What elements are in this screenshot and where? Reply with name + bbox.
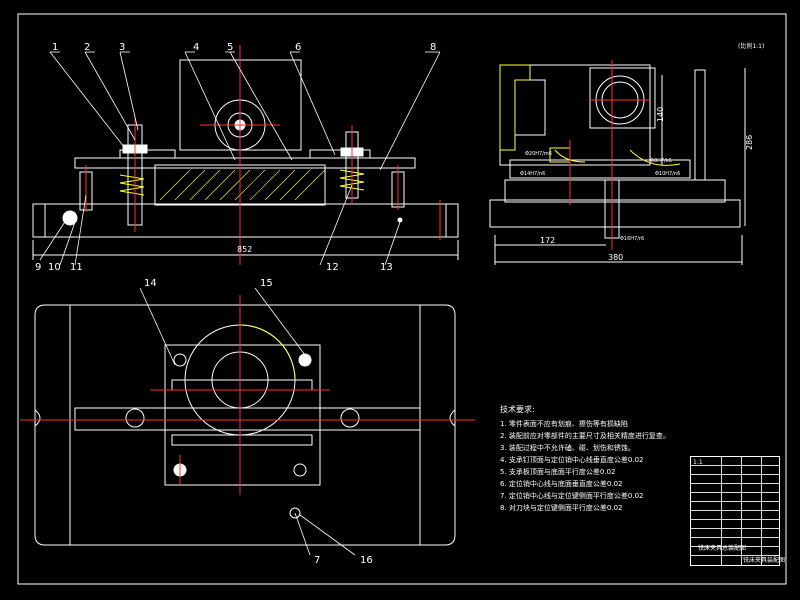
fit-label: Φ16H7/r6 (620, 236, 644, 242)
technical-notes-title: 技术要求: (500, 405, 535, 414)
part-label: 13 (380, 262, 393, 273)
fit-label: Φ8H7/k6 (650, 158, 672, 164)
technical-note: 2. 装配前应对零部件的主要尺寸及相关精度进行复查。 (500, 432, 670, 440)
part-label: 3 (119, 42, 125, 53)
dim-side-width-total: 380 (608, 253, 623, 262)
front-view (32, 59, 459, 260)
technical-note: 7. 定位销中心线与定位键侧面平行度公差0.02 (500, 492, 644, 500)
fit-label: Φ14H7/n6 (520, 171, 545, 177)
technical-note: 1. 零件表面不应有划痕、擦伤等有损缺陷 (500, 420, 628, 428)
top-view (34, 304, 456, 546)
part-label: 1 (52, 42, 58, 53)
title-block-left-label: 铣床夹具总装配图 (698, 545, 747, 552)
part-label: 15 (260, 278, 273, 289)
side-center-lines (569, 60, 650, 250)
part-label: 12 (326, 262, 339, 273)
dim-side-width-left: 172 (540, 236, 555, 245)
part-label: 14 (144, 278, 157, 289)
part-label-group: 1 2 3 4 5 6 8 9 10 11 12 13 14 15 7 16 (35, 42, 436, 566)
technical-note: 3. 装配过程中不允许磕、碰、划伤和锈蚀。 (500, 444, 635, 452)
front-leaders (39, 51, 441, 266)
technical-note: 4. 支承钉顶面与定位销中心线垂直度公差0.02 (500, 456, 644, 464)
title-block-bottom-label: 铣床夹具装配图 (743, 557, 786, 564)
drawing-frame (17, 13, 787, 585)
dim-side-total-height: 286 (745, 135, 754, 150)
part-label: 8 (430, 42, 436, 53)
part-label: 10 (48, 262, 61, 273)
part-label: 11 (70, 262, 83, 273)
part-label: 6 (295, 42, 301, 53)
top-view-arc (239, 324, 296, 381)
dim-side-height: 140 (656, 107, 665, 122)
part-label: 7 (314, 555, 320, 566)
part-label: 2 (84, 42, 90, 53)
front-center-lines (85, 45, 441, 265)
fit-label-group: Φ20H7/m6 Φ14H7/n6 Φ8H7/k6 Φ10H7/n6 Φ16H7… (520, 151, 680, 242)
technical-note: 8. 对刀块与定位键侧面平行度公差0.02 (500, 504, 623, 512)
top-center-lines (20, 295, 475, 495)
part-label: 5 (227, 42, 233, 53)
technical-note: 6. 定位销中心线与底面垂直度公差0.02 (500, 480, 623, 488)
technical-note: 5. 支承板顶面与底面平行度公差0.02 (500, 468, 616, 476)
scale-note: (比例1:1) (738, 42, 764, 50)
dimension-text-group: 852 140 286 172 380 (比例1:1) (237, 42, 764, 262)
part-label: 16 (360, 555, 373, 566)
top-leaders (139, 287, 356, 556)
fit-label: Φ10H7/n6 (655, 171, 680, 177)
side-view (489, 64, 746, 265)
fit-label: Φ20H7/m6 (525, 151, 552, 157)
dim-front-length: 852 (237, 245, 252, 254)
technical-notes: 技术要求: 1. 零件表面不应有划痕、擦伤等有损缺陷 2. 装配前应对零部件的主… (500, 404, 690, 514)
title-block: 1:1 铣床夹具装配图 (690, 456, 785, 566)
part-label: 4 (193, 42, 199, 53)
part-label: 9 (35, 262, 41, 273)
title-block-scale: 1:1 (693, 459, 703, 466)
